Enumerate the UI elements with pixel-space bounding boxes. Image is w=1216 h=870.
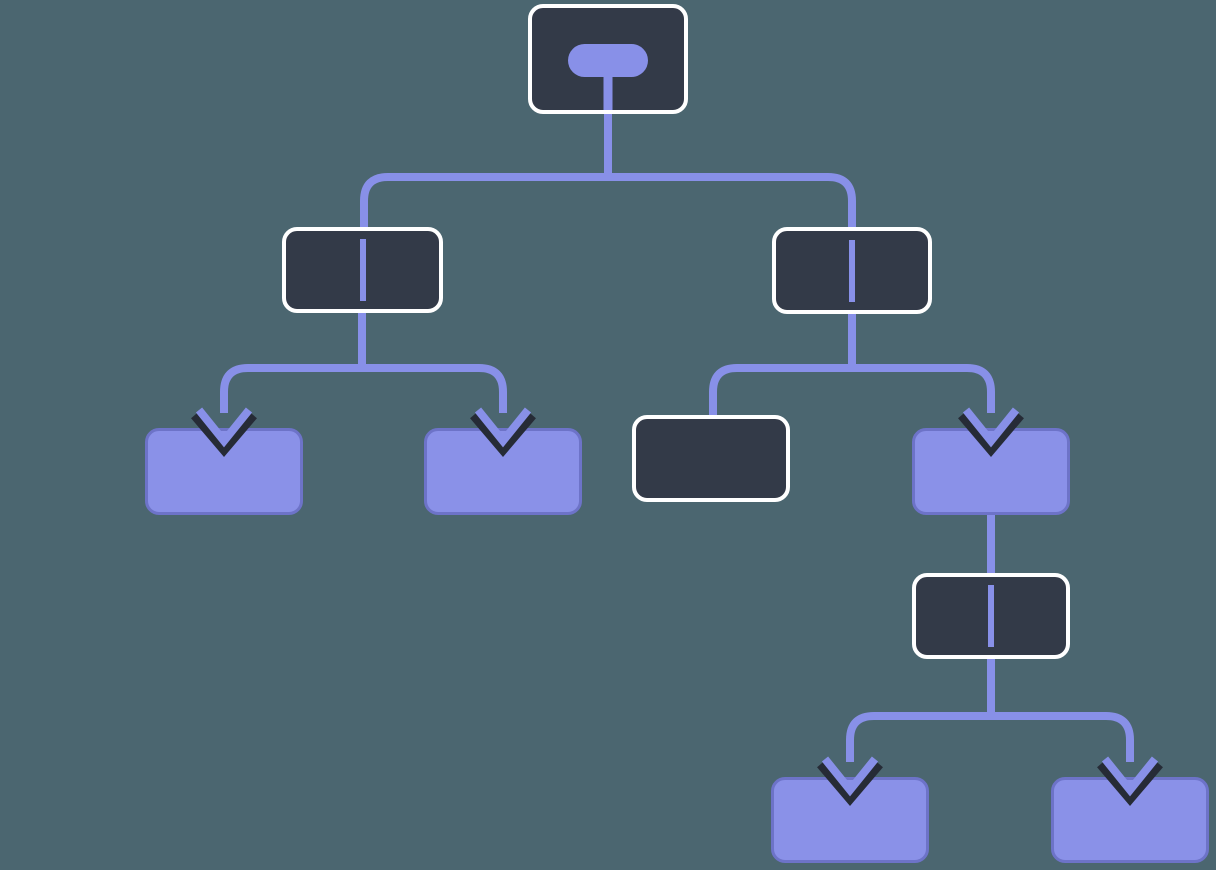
leaf-6-node xyxy=(1051,777,1209,863)
leaf-4-node xyxy=(912,428,1070,515)
root-pill-icon xyxy=(568,44,648,77)
leaf-2-node xyxy=(424,428,582,515)
pass-through-bar-icon xyxy=(988,585,994,647)
branch-right-node xyxy=(772,227,932,314)
leaf-5-node xyxy=(771,777,929,863)
pass-through-bar-icon xyxy=(849,239,855,302)
pass-through-bar-icon xyxy=(359,239,366,301)
branch-bottom-node xyxy=(912,573,1070,659)
leaf-3-node xyxy=(632,415,790,502)
root-stem-icon xyxy=(603,72,613,110)
root-node xyxy=(528,4,688,114)
branch-left-node xyxy=(282,227,443,313)
leaf-1-node xyxy=(145,428,303,515)
